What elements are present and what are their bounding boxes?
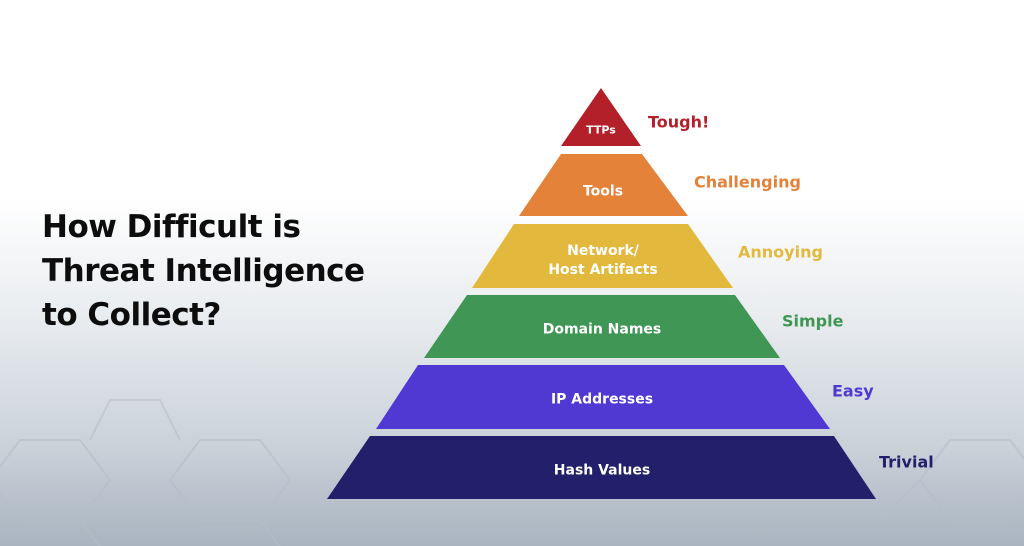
difficulty-label-trivial: Trivial: [879, 452, 934, 472]
title-line-1: How Difficult is: [42, 209, 301, 245]
difficulty-label-simple: Simple: [782, 311, 844, 331]
difficulty-label-annoying: Annoying: [738, 242, 823, 262]
slide-title: How Difficult is Threat Intelligence to …: [42, 205, 365, 337]
tier-label-hash-values: Hash Values: [553, 462, 651, 479]
title-line-2: Threat Intelligence: [42, 253, 365, 289]
tier-domain-names: [424, 295, 780, 358]
difficulty-label-challenging: Challenging: [694, 172, 801, 192]
tier-label-network-host-artifacts: Network/ Host Artifacts: [548, 242, 657, 280]
tier-network-host-artifacts: [472, 224, 733, 288]
tier-ttps: [561, 88, 641, 146]
tier-label-line-1: Network/: [567, 243, 639, 259]
tier-hash-values: [327, 436, 876, 499]
tier-tools: [519, 154, 688, 216]
tier-ip-addresses: [376, 365, 830, 429]
tier-label-tools: Tools: [582, 183, 624, 200]
tier-label-ip-addresses: IP Addresses: [550, 391, 654, 408]
tier-label-domain-names: Domain Names: [542, 321, 662, 338]
difficulty-label-easy: Easy: [832, 381, 874, 401]
title-line-3: to Collect?: [42, 297, 221, 333]
difficulty-label-tough: Tough!: [648, 112, 710, 132]
tier-label-line-2: Host Artifacts: [548, 262, 658, 278]
tier-label-ttps: TTPs: [586, 123, 616, 137]
